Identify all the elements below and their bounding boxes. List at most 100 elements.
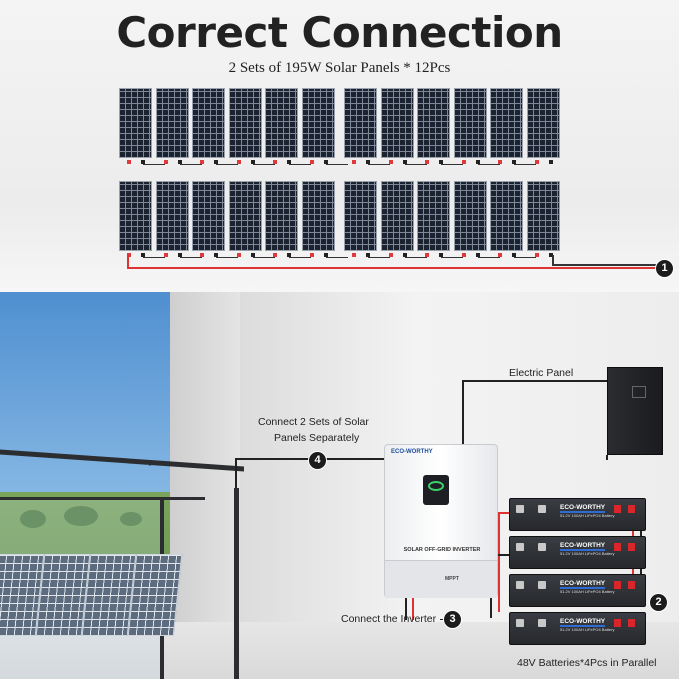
panel-positive-connector (498, 160, 502, 164)
panel-positive-connector (534, 253, 539, 257)
battery-positive-terminal (614, 619, 621, 627)
solar-panel (192, 88, 225, 158)
solar-panel (490, 181, 523, 251)
panel-negative-connector (402, 160, 407, 164)
solar-panel (265, 181, 298, 251)
panel-negative-connector (475, 160, 480, 164)
solar-panel (344, 88, 377, 158)
step-badge-2: 2 (649, 593, 668, 612)
panel-positive-connector (461, 160, 466, 164)
solar-panel (380, 181, 414, 251)
series-wire (325, 164, 348, 165)
battery-black-wire (490, 554, 510, 556)
panel-positive-connector (461, 253, 466, 257)
battery-positive-terminal (614, 581, 621, 589)
series-wire (252, 164, 275, 165)
solar-panel (301, 88, 335, 158)
solar-panel (526, 181, 560, 251)
page-subtitle: 2 Sets of 195W Solar Panels * 12Pcs (228, 60, 451, 76)
series-wire (179, 257, 202, 258)
solar-panel (119, 88, 152, 158)
row2-black-wire (552, 255, 554, 265)
panel-negative-connector (548, 253, 553, 257)
battery-brand-bar (560, 511, 605, 513)
tree-icon (64, 506, 98, 526)
panel-negative-connector (177, 253, 182, 257)
solar-panel (417, 88, 450, 158)
step-badge-3: 3 (443, 610, 462, 629)
panel-positive-connector (163, 253, 168, 257)
electric-panel-box (607, 367, 663, 455)
solar-panel (155, 88, 189, 158)
battery-terminal (538, 619, 546, 627)
panel-negative-connector (402, 253, 407, 257)
panel-wire-up (462, 380, 464, 444)
battery-red-wire-vertical (498, 512, 500, 612)
panel-negative-connector (141, 253, 145, 257)
battery-terminal (516, 543, 524, 551)
battery-brand-bar (560, 625, 605, 627)
series-wire (325, 257, 348, 258)
series-wire (216, 164, 238, 165)
panel-positive-connector (236, 253, 241, 257)
panel-negative-connector (366, 160, 370, 164)
battery-spec: 51.2V 100AH LiFePO4 Battery (560, 589, 615, 594)
series-wire (514, 257, 536, 258)
battery-terminal (538, 581, 546, 589)
panel-negative-connector (214, 253, 218, 257)
series-wire (404, 257, 427, 258)
electric-panel-window (632, 386, 646, 398)
solar-panel (453, 88, 487, 158)
panel-negative-connector (250, 253, 255, 257)
panel-negative-connector (323, 253, 328, 257)
series-wire (404, 164, 427, 165)
battery-terminal (516, 619, 524, 627)
panel-negative-connector (548, 160, 553, 164)
panel-positive-connector (200, 253, 204, 257)
series-wire (216, 257, 238, 258)
series-wire (477, 257, 500, 258)
solar-panel (228, 88, 262, 158)
battery-spec: 51.2V 100AH LiFePO4 Battery (560, 513, 615, 518)
battery-terminal (538, 543, 546, 551)
battery-positive-terminal (628, 543, 635, 551)
row2-red-wire (127, 255, 129, 268)
battery-positive-terminal (628, 505, 635, 513)
panel-positive-connector (273, 253, 277, 257)
inverter-label: SOLAR OFF-GRID INVERTER (403, 547, 481, 553)
row2-red-wire-horizontal (127, 267, 657, 269)
inverter-display (423, 475, 449, 505)
solar-panel (228, 181, 262, 251)
display-ring-icon (428, 481, 444, 491)
battery-brand: ECO-WORTHY (560, 542, 606, 549)
panel-positive-connector (425, 253, 429, 257)
panel-positive-connector (127, 160, 131, 164)
panel-wire-horizontal (462, 380, 608, 382)
panel-negative-connector (366, 253, 370, 257)
solar-panel (453, 181, 487, 251)
battery-brand: ECO-WORTHY (560, 504, 606, 511)
step-badge-1: 1 (655, 259, 674, 278)
series-wire (477, 164, 500, 165)
panel-negative-connector (141, 160, 145, 164)
panel-negative-connector (512, 160, 516, 164)
panel-positive-connector (388, 160, 393, 164)
battery-brand-bar (560, 549, 605, 551)
panel-positive-connector (498, 253, 502, 257)
panel-positive-connector (309, 253, 314, 257)
wall-corner (170, 292, 240, 679)
railing-bar (0, 497, 205, 500)
series-wire (252, 257, 275, 258)
panel-negative-connector (475, 253, 480, 257)
panel-positive-connector (534, 160, 539, 164)
series-wire (441, 164, 463, 165)
inverter-callout: Connect the Inverter (341, 613, 437, 625)
panel-positive-connector (200, 160, 204, 164)
solar-callout-line1: Connect 2 Sets of Solar (258, 416, 369, 428)
solar-panel (265, 88, 298, 158)
battery-terminal (538, 505, 546, 513)
panel-negative-connector (323, 160, 328, 164)
